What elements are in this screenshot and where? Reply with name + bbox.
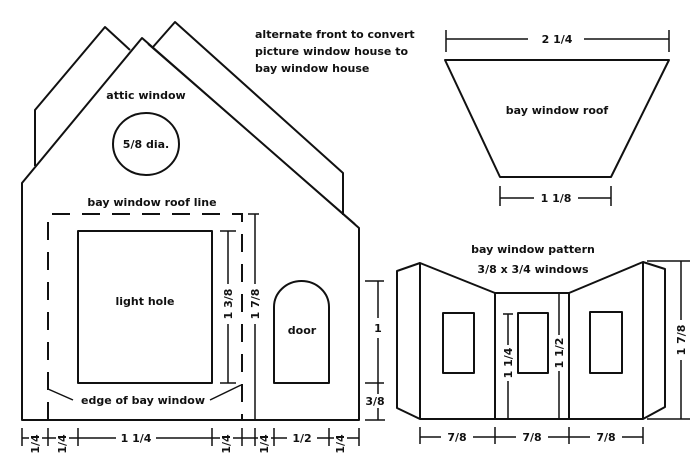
bay-pattern-title: bay window pattern [471,243,595,256]
svg-text:1 3/8: 1 3/8 [222,289,235,320]
svg-text:1 1/2: 1 1/2 [553,338,566,369]
note-line-3: bay window house [255,62,369,75]
svg-text:1 7/8: 1 7/8 [675,325,688,356]
back-roof-left-piece [34,26,131,166]
bay-window-right [589,311,623,374]
door [273,280,330,384]
bay-window-edge-dashed [47,213,243,420]
attic-window-circle [112,112,180,176]
attic-window-label: attic window [106,89,185,102]
note-line-2: picture window house to [255,45,408,58]
house-bottom-dimensions: 1/4 1/4 1 1/4 1/4 1/4 1/2 1/4 [21,428,360,459]
house-front-outline [21,37,360,421]
dim-bottom-1: 1/4 [29,434,42,454]
svg-text:1 7/8: 1 7/8 [249,289,262,320]
bay-window-left [442,312,475,374]
dim-bottom-5: 1/4 [258,434,271,454]
edge-of-bay-window-label: edge of bay window [81,394,205,407]
light-hole-label: light hole [116,295,175,308]
door-label: door [288,324,317,337]
dim-center-height: 1 1/2 [553,293,566,419]
bay-window-roof [444,59,670,178]
svg-text:2 1/4: 2 1/4 [542,33,573,46]
svg-text:7/8: 7/8 [522,431,541,444]
dim-bottom-2: 1/4 [56,434,69,454]
bay-roof-bottom-dimension: 1 1/8 [499,186,612,206]
dim-wall-height: 1 7/8 [248,213,262,420]
dim-bottom-7: 1/4 [334,434,347,454]
light-hole [77,230,213,384]
dim-bottom-6: 1/2 [292,432,311,445]
attic-diameter-label: 5/8 dia. [123,138,169,151]
bay-pattern-outline [396,261,666,420]
svg-text:1 1/8: 1 1/8 [541,192,572,205]
dim-side-height: 1 7/8 [647,260,690,420]
dim-bottom-3: 1 1/4 [121,432,152,445]
bay-pattern-bottom-dimensions: 7/8 7/8 7/8 [419,427,644,444]
roof-edge-line [147,43,356,225]
bay-pattern-subtitle: 3/8 x 3/4 windows [477,263,589,276]
dim-bottom-4: 1/4 [220,434,233,454]
bay-roof-label: bay window roof [506,104,609,117]
svg-text:1 1/4: 1 1/4 [502,347,515,378]
dim-door-sill: 3/8 [365,395,384,408]
note-line-1: alternate front to convert [255,28,415,41]
roof-line-label: bay window roof line [87,196,216,209]
edge-leader-right [209,384,242,401]
back-roof-right-piece [152,21,344,215]
bay-roof-top-dimension: 2 1/4 [445,30,670,52]
dim-door-height: 1 3/8 [362,280,392,421]
edge-leader-left [47,388,74,401]
dim-window-sill: 1 1/4 [502,313,515,419]
dim-light-hole-height: 1 3/8 [220,230,236,384]
svg-text:7/8: 7/8 [596,431,615,444]
svg-text:7/8: 7/8 [447,431,466,444]
bay-window-center [517,312,549,374]
svg-text:1: 1 [374,322,382,335]
